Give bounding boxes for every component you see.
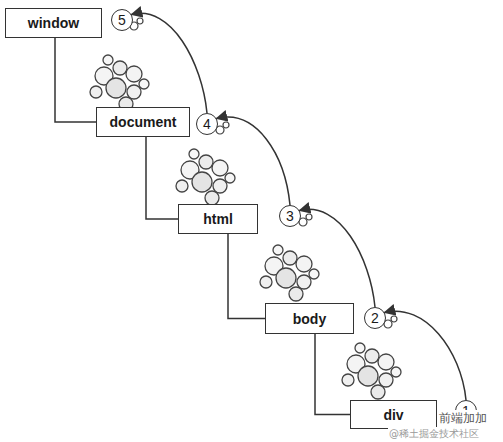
callout-number: 3 bbox=[286, 208, 294, 224]
tree-line bbox=[146, 137, 178, 219]
tree-line bbox=[55, 38, 96, 122]
node-label: div bbox=[383, 407, 403, 423]
callout-circle: 2 bbox=[364, 307, 386, 329]
callout-number: 2 bbox=[371, 310, 379, 326]
dom-node-box: window bbox=[5, 8, 102, 38]
tree-line bbox=[315, 334, 350, 415]
dom-node-box: body bbox=[265, 303, 354, 334]
bubble-arrow bbox=[385, 311, 466, 400]
callout-number: 4 bbox=[203, 116, 211, 132]
bubble-arrow bbox=[300, 209, 375, 307]
node-label: body bbox=[293, 311, 326, 327]
bubble-arrow bbox=[132, 13, 207, 113]
dom-node-box: document bbox=[96, 107, 190, 137]
tree-line bbox=[228, 234, 265, 319]
callout-circle: 3 bbox=[279, 205, 301, 227]
watermark-text: 前端加加 bbox=[438, 410, 488, 427]
callout-circle: 4 bbox=[196, 113, 218, 135]
callout-number: 5 bbox=[118, 12, 126, 28]
node-label: document bbox=[110, 114, 177, 130]
node-label: html bbox=[203, 211, 233, 227]
node-label: window bbox=[28, 15, 79, 31]
bubble-arrow bbox=[217, 117, 290, 205]
callout-circle: 5 bbox=[111, 9, 133, 31]
watermark-text: @稀土掘金技术社区 bbox=[388, 427, 480, 441]
dom-node-box: div bbox=[350, 400, 437, 429]
dom-node-box: html bbox=[178, 204, 258, 234]
